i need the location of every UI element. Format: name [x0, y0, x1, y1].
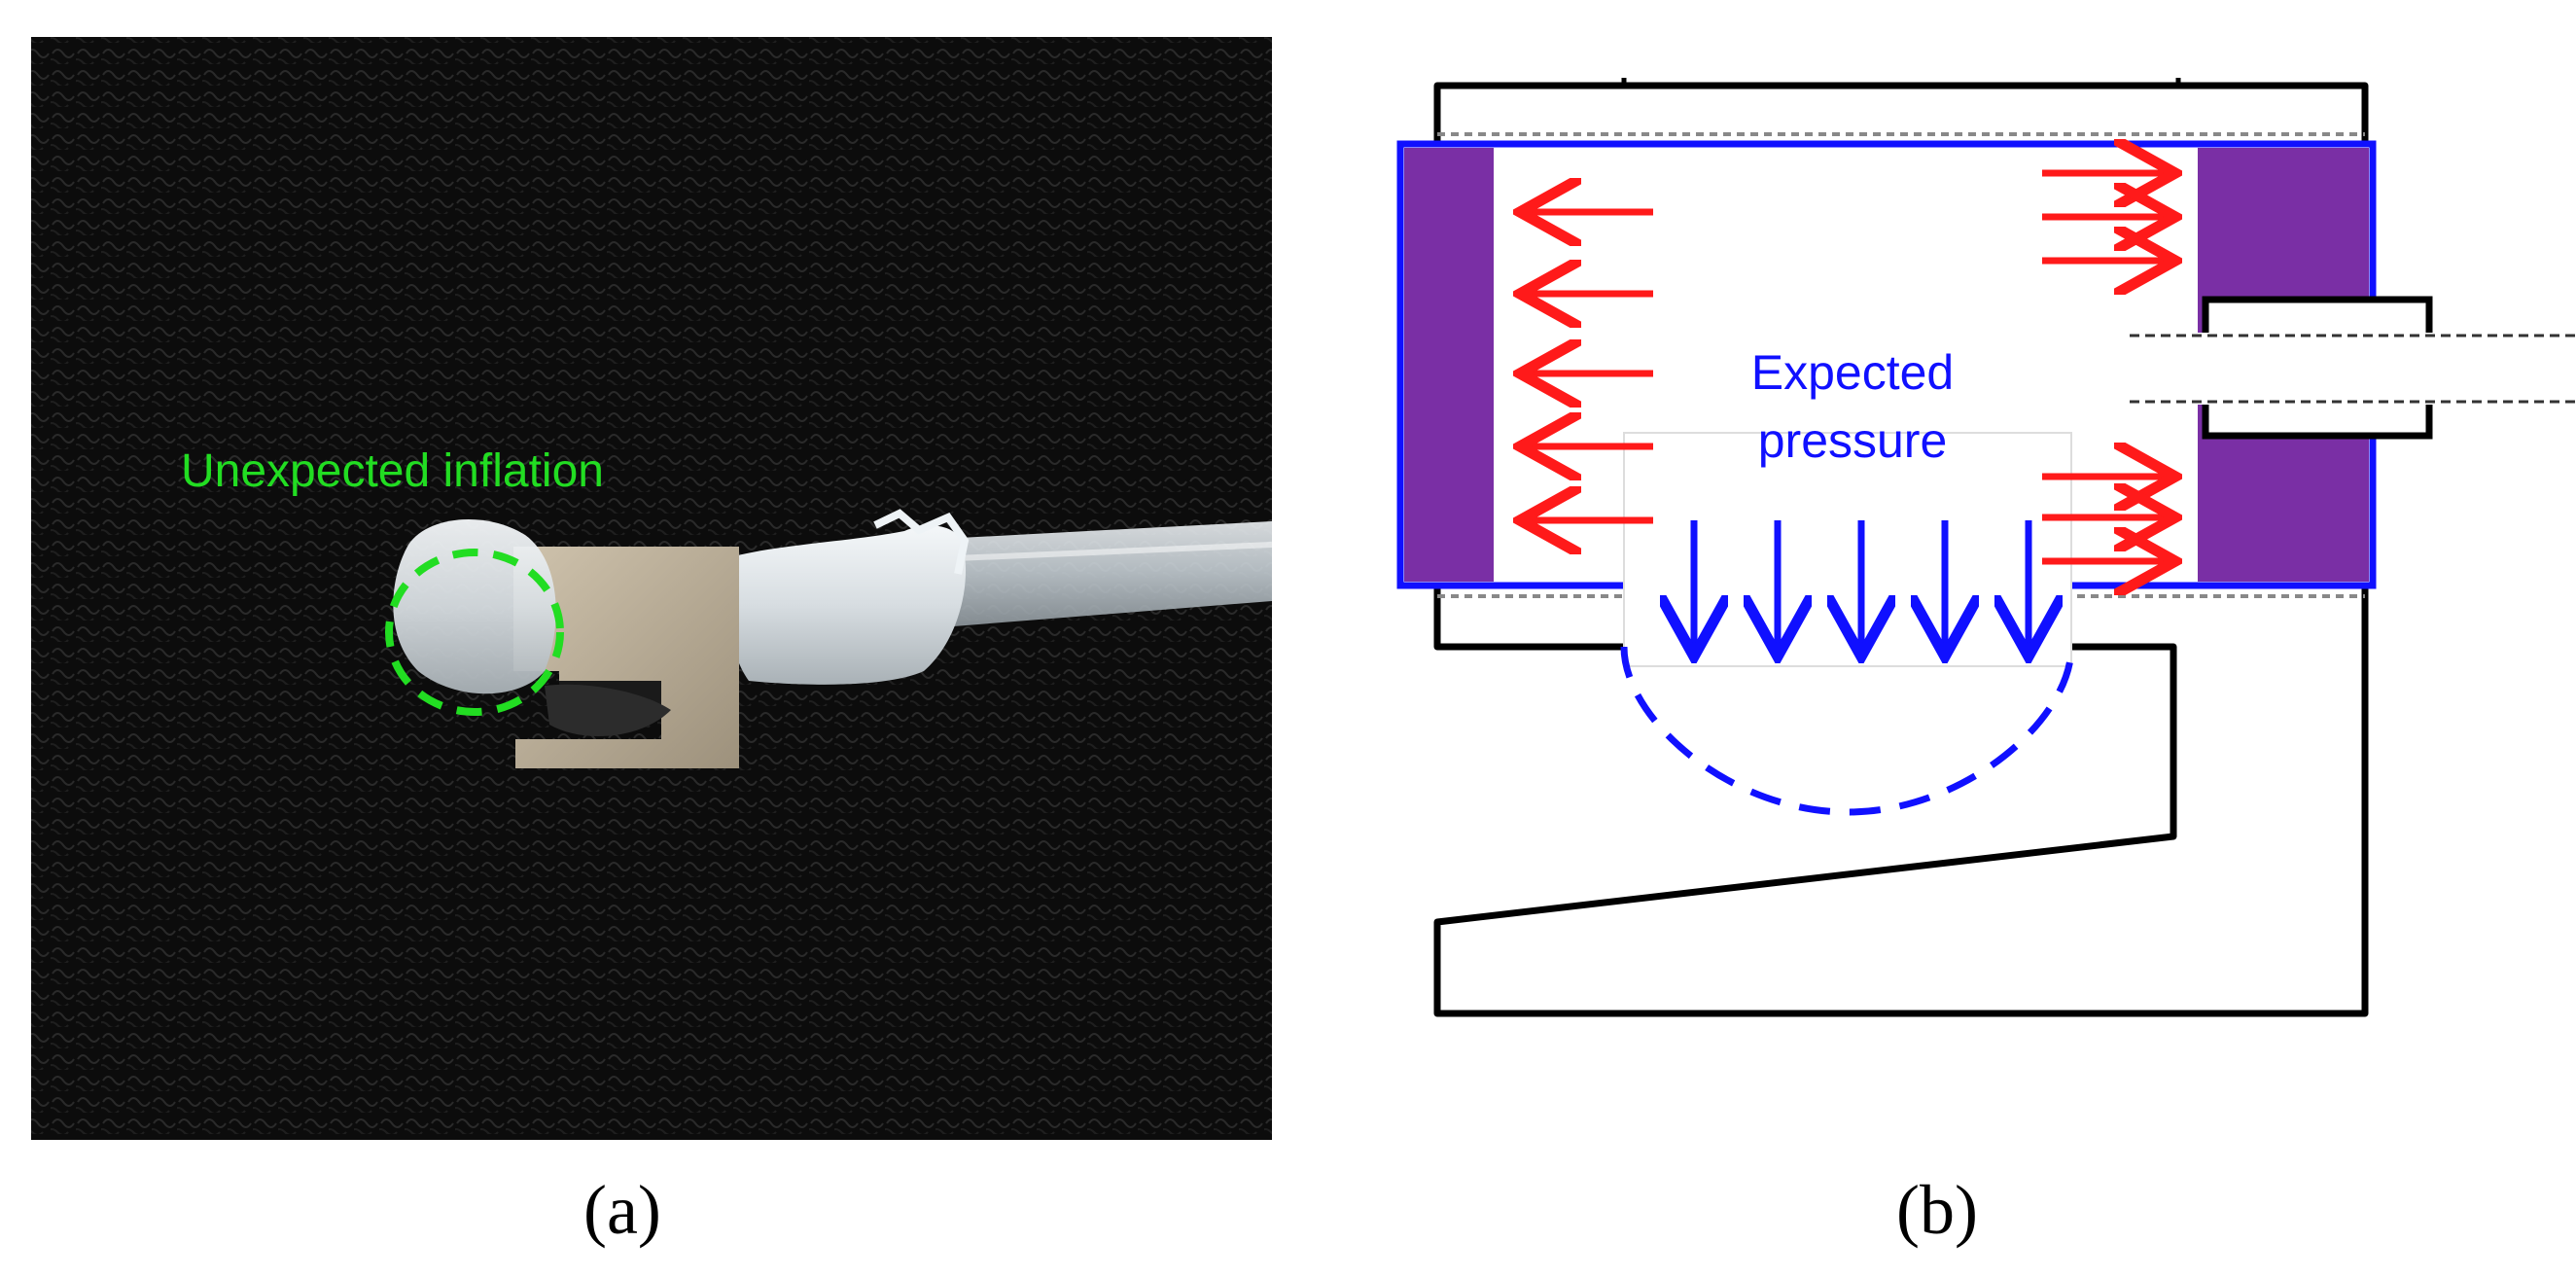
- inflated-bulge: [393, 518, 556, 694]
- panel-b-label: (b): [1896, 1171, 1978, 1249]
- panel-b: Expected pressure (b): [1293, 0, 2576, 1278]
- right-pressure-arrows: [2042, 173, 2169, 561]
- photo-svg: Unexpected inflation (a): [31, 37, 1273, 1249]
- left-pressure-arrows: [1527, 212, 1653, 520]
- panel-a-label: (a): [583, 1171, 661, 1249]
- expected-bulge: [1620, 646, 2075, 816]
- expected-pressure-label-line2: pressure: [1758, 413, 1948, 468]
- panel-a: Unexpected inflation (a): [31, 37, 1273, 1249]
- diagram-svg: Expected pressure (b): [1396, 78, 2576, 1249]
- silicone-sleeve: [727, 525, 967, 685]
- chamber-wall-left: [1404, 148, 1494, 582]
- unexpected-inflation-marker: [385, 549, 564, 716]
- expected-pressure-label-line1: Expected: [1751, 345, 1954, 400]
- expected-pressure-arrows: [1694, 520, 2029, 650]
- unexpected-inflation-label: Unexpected inflation: [181, 445, 604, 497]
- metal-clip: [513, 547, 739, 768]
